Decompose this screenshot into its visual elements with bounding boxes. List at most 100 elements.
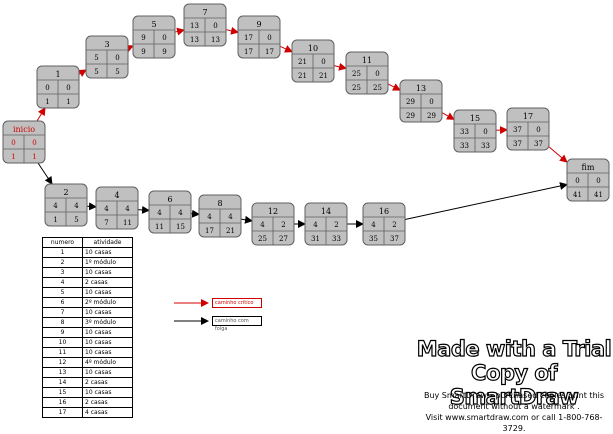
node-value: 5 bbox=[115, 68, 119, 76]
cell-numero: 16 bbox=[43, 398, 83, 408]
edge-n2-n4 bbox=[87, 206, 96, 207]
node-value: 15 bbox=[176, 223, 185, 231]
node-label: 3 bbox=[104, 40, 109, 49]
node-value: 5 bbox=[74, 216, 78, 224]
node-value: 41 bbox=[594, 191, 603, 199]
edge-n9-n10 bbox=[280, 46, 292, 51]
node-label: 10 bbox=[308, 44, 318, 53]
node-value: 1 bbox=[11, 153, 15, 161]
cell-numero: 12 bbox=[43, 358, 83, 368]
node-value: 41 bbox=[573, 191, 582, 199]
cell-atividade: 10 casas bbox=[83, 328, 133, 338]
cell-atividade: 10 casas bbox=[83, 348, 133, 358]
legend-critical-label: caminho critico bbox=[212, 298, 262, 308]
node-value: 4 bbox=[260, 221, 265, 229]
node-value: 4 bbox=[371, 221, 376, 229]
node-value: 2 bbox=[392, 221, 396, 229]
cell-atividade: 10 casas bbox=[83, 288, 133, 298]
node-value: 33 bbox=[481, 142, 490, 150]
node-value: 13 bbox=[211, 36, 220, 44]
cell-numero: 8 bbox=[43, 318, 83, 328]
node-value: 4 bbox=[178, 209, 183, 217]
node-value: 5 bbox=[94, 54, 98, 62]
node-value: 0 bbox=[375, 70, 379, 78]
cell-atividade: 3º módulo bbox=[83, 318, 133, 328]
node-value: 4 bbox=[74, 202, 79, 210]
node-value: 1 bbox=[66, 98, 70, 106]
cell-numero: 6 bbox=[43, 298, 83, 308]
edge-n16-fim bbox=[405, 185, 567, 220]
cell-atividade: 10 casas bbox=[83, 388, 133, 398]
node-label: 15 bbox=[470, 114, 480, 123]
cell-atividade: 2 casas bbox=[83, 378, 133, 388]
edge-n5-n7 bbox=[175, 30, 184, 32]
node-value: 4 bbox=[104, 205, 109, 213]
node-value: 2 bbox=[334, 221, 338, 229]
node-value: 27 bbox=[279, 235, 288, 243]
edge-n11-n13 bbox=[388, 84, 400, 90]
node-value: 33 bbox=[332, 235, 341, 243]
watermark-text: Buy SmartDraw!- purchased copies print t… bbox=[416, 390, 612, 434]
node-value: 13 bbox=[190, 36, 199, 44]
node-label: 4 bbox=[114, 191, 119, 200]
cell-numero: 1 bbox=[43, 248, 83, 258]
node-value: 0 bbox=[429, 98, 433, 106]
node-label: 5 bbox=[151, 20, 156, 29]
node-value: 0 bbox=[66, 84, 70, 92]
node-value: 1 bbox=[53, 216, 57, 224]
node-label: 2 bbox=[63, 188, 68, 197]
node-value: 29 bbox=[406, 98, 415, 106]
node-value: 0 bbox=[575, 177, 579, 185]
node-value: 25 bbox=[352, 70, 361, 78]
cell-atividade: 2 casas bbox=[83, 278, 133, 288]
watermark-text2: document without a watermark . bbox=[416, 401, 612, 412]
watermark-line1: Made with a Trial bbox=[416, 337, 612, 361]
node-value: 25 bbox=[373, 84, 382, 92]
cell-atividade: 2 casas bbox=[83, 398, 133, 408]
node-value: 21 bbox=[298, 58, 307, 66]
node-value: 33 bbox=[460, 142, 469, 150]
table-header-row: numero atividade bbox=[43, 238, 133, 248]
node-value: 5 bbox=[94, 68, 98, 76]
node-value: 9 bbox=[141, 34, 145, 42]
cell-numero: 14 bbox=[43, 378, 83, 388]
cell-numero: 5 bbox=[43, 288, 83, 298]
cell-atividade: 10 casas bbox=[83, 338, 133, 348]
cell-numero: 10 bbox=[43, 338, 83, 348]
cell-numero: 11 bbox=[43, 348, 83, 358]
cell-atividade: 10 casas bbox=[83, 368, 133, 378]
node-value: 0 bbox=[32, 139, 36, 147]
cell-numero: 4 bbox=[43, 278, 83, 288]
node-value: 4 bbox=[313, 221, 318, 229]
node-value: 37 bbox=[390, 235, 399, 243]
node-label: 16 bbox=[379, 207, 389, 216]
cell-numero: 17 bbox=[43, 408, 83, 418]
cell-numero: 7 bbox=[43, 308, 83, 318]
node-value: 9 bbox=[141, 48, 145, 56]
edge-n17-fim bbox=[549, 147, 567, 162]
edge-n10-n11 bbox=[334, 66, 346, 69]
node-value: 0 bbox=[45, 84, 49, 92]
node-value: 21 bbox=[319, 72, 328, 80]
cell-numero: 3 bbox=[43, 268, 83, 278]
